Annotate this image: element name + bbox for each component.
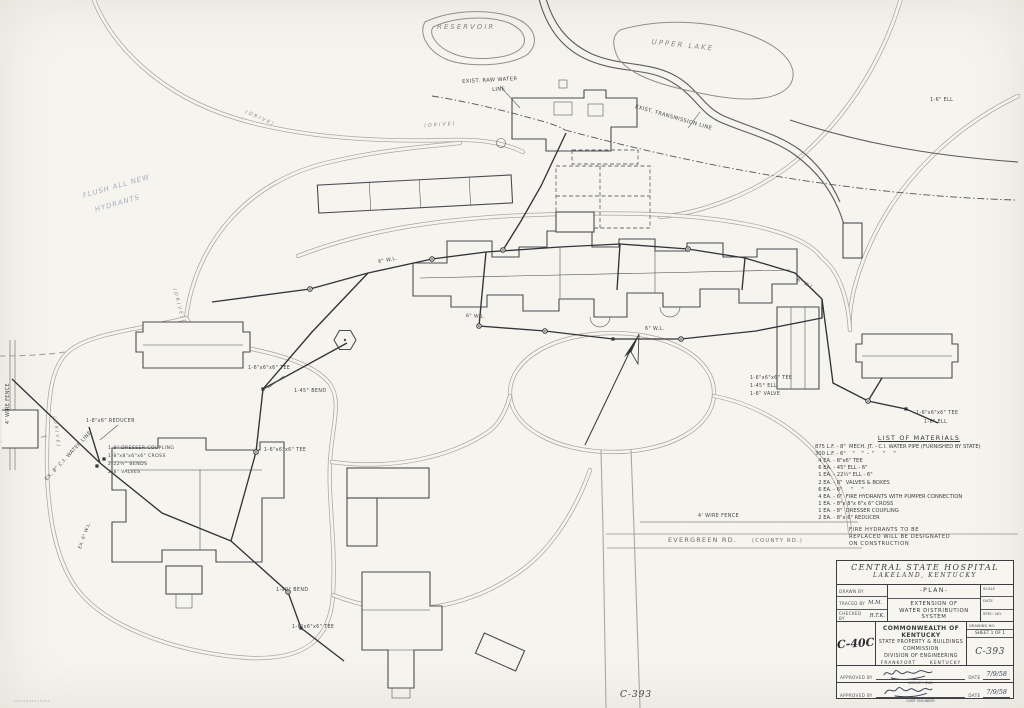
map-label: 1-90° BEND: [276, 588, 309, 593]
map-label: 2-8" VALVES: [108, 470, 141, 475]
project-line1: EXTENSION OF: [910, 601, 958, 608]
map-label: (COUNTY RD.): [752, 538, 804, 544]
map-label: RESERVOIR: [437, 23, 496, 31]
checked-by-value: R.T.K.: [869, 612, 885, 619]
map-label: 1-8"x8"x6"x6" CROSS: [108, 454, 166, 459]
org-line: STATE PROPERTY & BUILDINGS: [878, 640, 964, 645]
project-title: EXTENSION OF WATER DISTRIBUTION SYSTEM: [888, 599, 980, 621]
date-label: DATE: [968, 693, 981, 698]
map-label: LINE: [492, 86, 506, 93]
scale-label: SCALE: [981, 585, 1013, 598]
drawing-number-block: DRAWING NO. SHEET 1 OF 1 C-393: [966, 622, 1013, 665]
project-title-column: -PLAN- EXTENSION OF WATER DISTRIBUTION S…: [888, 585, 980, 621]
materials-item: 1 EA. - 8"x 8"x 6"x 6" CROSS: [815, 500, 894, 507]
traced-by-value: M.M.: [868, 600, 883, 607]
organization-block: COMMONWEALTH OF KENTUCKY STATE PROPERTY …: [876, 622, 966, 666]
materials-item: 4 EA. - 6" FIRE HYDRANTS WITH PUMPER CON…: [815, 493, 963, 500]
org-name: COMMONWEALTH OF KENTUCKY: [882, 625, 960, 639]
org-city: FRANKFORT: [880, 661, 916, 666]
map-label: 1-45° BEND: [294, 389, 327, 394]
scale-date-column: SCALE DATE SPEC. NO.: [980, 585, 1013, 621]
materials-item: 2 EA. - 8"x 6" REDUCER: [815, 515, 880, 522]
materials-note-line: ON CONSTRUCTION: [849, 541, 910, 548]
list-of-materials: LIST OF MATERIALS 875 L.F. - 8" MECH. JT…: [815, 434, 1023, 548]
map-label: 4' WIRE FENCE: [698, 514, 739, 519]
materials-title: LIST OF MATERIALS: [877, 434, 961, 442]
materials-note-line: FIRE HYDRANTS TO BE: [849, 527, 920, 534]
approved-by-label: APPROVED BY: [840, 675, 873, 680]
map-label: 1-6" VALVE: [750, 392, 781, 397]
materials-item: 1 EA. - 8" DRESSER COUPLING: [815, 507, 899, 514]
materials-note-line: REPLACED WILL BE DESIGNATED: [849, 534, 951, 541]
map-label: 1-6"x6"x6" TEE: [750, 376, 793, 381]
handwritten-drawing-ref: C-393: [620, 690, 653, 700]
upper-lake-outline: [613, 21, 794, 100]
traced-by-label: TRACED BY: [839, 600, 866, 606]
signature-chief-engineer: CHIEF ENGINEER: [875, 683, 966, 703]
materials-item: 875 L.F. - 8" MECH. JT. - C.I. WATER PIP…: [815, 444, 981, 451]
map-label: 2-22½° BENDS: [108, 462, 148, 467]
signature-agency-head: AGENCY HEAD: [875, 665, 966, 685]
map-label: 1-6"x6"x6" TEE: [248, 366, 291, 371]
materials-item: 2 EA. - 8" VALVES & BOXES: [815, 479, 890, 486]
org-line: DIVISION OF ENGINEERING: [884, 654, 958, 659]
waterlines-layer: [11, 85, 939, 662]
file-stamp: C-40C: [836, 635, 876, 652]
drawn-by-label: DRAWN BY: [839, 588, 864, 594]
hospital-location: LAKELAND, KENTUCKY: [872, 572, 977, 579]
approved-by-label: APPROVED BY: [840, 693, 873, 698]
spec-no-label: SPEC. NO.: [983, 610, 1003, 616]
building-long-north: [316, 174, 514, 214]
org-state: KENTUCKY: [929, 661, 962, 666]
map-label: 1-45° ELL: [750, 384, 777, 389]
building-power-plant: [511, 89, 638, 152]
north-arrow-icon: [584, 333, 640, 446]
approval-row-1: APPROVED BY AGENCY HEAD DATE 7/9/58: [837, 665, 1013, 685]
title-block: CENTRAL STATE HOSPITAL LAKELAND, KENTUCK…: [836, 560, 1014, 703]
map-label: 1-6"x6"x6" TEE: [264, 448, 307, 453]
hospital-name: CENTRAL STATE HOSPITAL: [851, 563, 999, 572]
sheet-label: SHEET 1 OF 1: [967, 630, 1013, 638]
plan-label: -PLAN-: [888, 585, 980, 600]
approval-date-1: 7/9/58: [983, 670, 1010, 680]
chief-engineer-label: CHIEF ENGINEER: [906, 699, 935, 703]
project-line2: WATER DISTRIBUTION SYSTEM: [899, 607, 969, 621]
map-label-evergreen-rd: EVERGREEN RD.: [668, 536, 738, 544]
existing-lines: [431, 95, 1016, 201]
map-label: 6" W.L.: [465, 314, 486, 321]
checked-by-label: CHECKED BY: [839, 610, 862, 621]
map-label: 6" W.L.: [645, 327, 665, 332]
date-column-label: DATE: [981, 597, 1013, 610]
org-line: COMMISSION: [903, 647, 939, 652]
map-label: 1-8"x6" REDUCER: [86, 419, 135, 424]
hydrant-valve-symbols: [95, 246, 908, 630]
building-lower-left-complex: [111, 437, 285, 563]
drawing-no-label: DRAWING NO.: [967, 622, 1013, 630]
materials-item: 300 L.F. - 6" " " - " " ": [815, 451, 896, 458]
materials-item: 1 EA. - 22½° ELL - 6": [815, 472, 873, 479]
map-label: 1-6" ELL: [930, 98, 954, 103]
map-label: 1-6"x6"x6" TEE: [292, 625, 335, 630]
buildings-layer: [2, 79, 959, 699]
building-south-church: [361, 571, 443, 689]
title-block-header: CENTRAL STATE HOSPITAL LAKELAND, KENTUCK…: [837, 561, 1013, 585]
materials-item: 4 EA. - 8"x6" TEE: [815, 458, 863, 465]
map-label: 1-6"x6"x6" TEE: [916, 411, 959, 416]
drawing-number: C-393: [975, 646, 1005, 657]
agency-head-label: AGENCY HEAD: [908, 681, 933, 685]
map-label: 1-8" DRESSER COUPLING: [108, 446, 175, 451]
materials-item: 6 EA. - 45° ELL - 6": [815, 465, 868, 472]
map-label: 4' WIRE FENCE: [6, 383, 11, 424]
approval-date-2: 7/9/58: [983, 688, 1010, 698]
reservoir-outline: [422, 11, 535, 66]
creek-and-lakes: [422, 0, 1019, 241]
date-label: DATE: [968, 675, 981, 680]
materials-item: 6 EA. - 6" " ": [815, 486, 864, 493]
approval-row-2: APPROVED BY CHIEF ENGINEER DATE 7/9/58: [837, 683, 1013, 703]
map-label: 1-6" ELL: [924, 420, 948, 425]
materials-note: FIRE HYDRANTS TO BE REPLACED WILL BE DES…: [849, 527, 1023, 548]
